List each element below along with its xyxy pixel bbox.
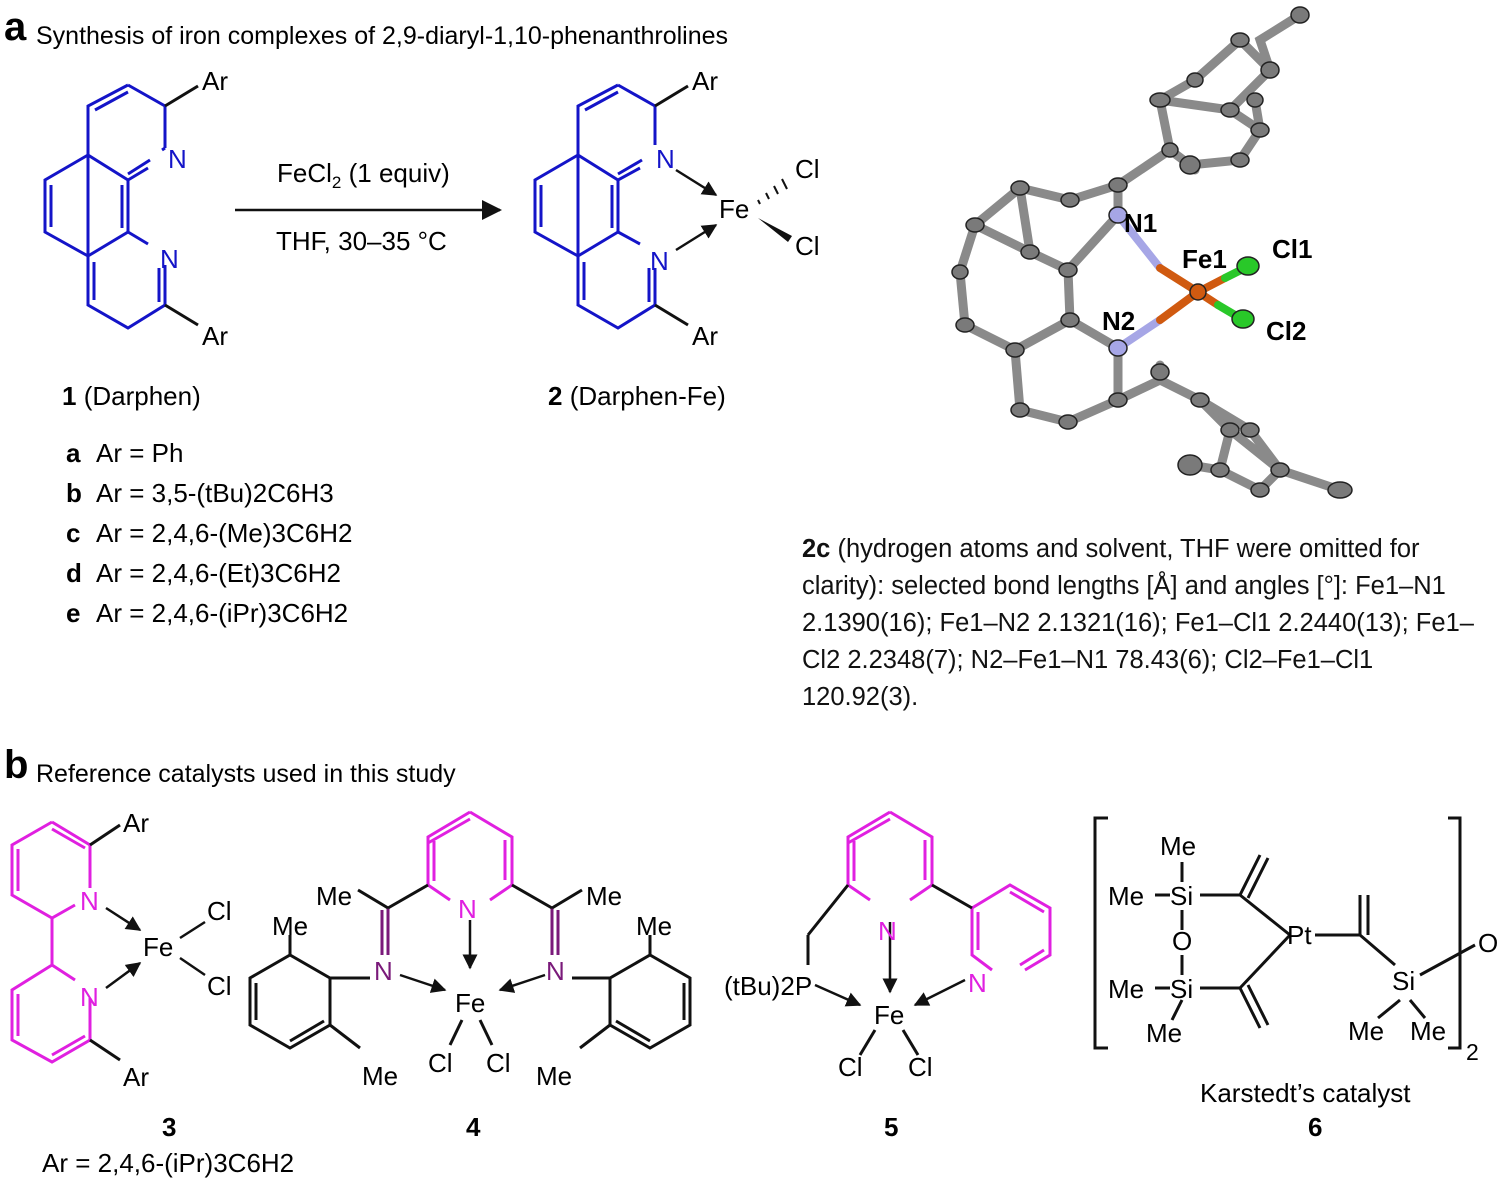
compound-2-structure	[533, 83, 689, 330]
compound-3-cl-bottom: Cl	[207, 971, 232, 1001]
compound-6-si-1: Si	[1170, 881, 1193, 911]
compound-4-label: 4	[466, 1112, 481, 1142]
compound-4-me-1: Me	[316, 881, 352, 911]
compound-6-si-3: Si	[1392, 966, 1415, 996]
compound-1-n-lower: N	[160, 244, 179, 274]
crystal-fe1-atom	[1189, 283, 1207, 301]
caption-text: (hydrogen atoms and solvent, THF were om…	[802, 535, 1474, 711]
compound-3-ar-top: Ar	[123, 808, 149, 838]
compound-4-fe: Fe	[455, 988, 485, 1018]
compound-5-cl-right: Cl	[908, 1052, 933, 1082]
compound-2-cl-top: Cl	[795, 154, 820, 184]
compound-6-me-6: Me	[1410, 1016, 1446, 1046]
compound-6-label: 6	[1308, 1112, 1322, 1142]
compound-5-n-right: N	[968, 968, 987, 998]
compound-6-me-4: Me	[1146, 1018, 1182, 1048]
compound-2-n-lower: N	[650, 246, 669, 276]
compound-4-n-left: N	[374, 956, 393, 986]
compound-3-ar-bottom: Ar	[123, 1062, 149, 1092]
compound-6-pt: Pt	[1287, 920, 1312, 950]
compound-6-me-1: Me	[1160, 831, 1196, 861]
compound-6-me-5: Me	[1348, 1016, 1384, 1046]
crystal-n2-atom	[1108, 339, 1128, 357]
compound-6-o-bridge: O	[1478, 928, 1498, 958]
crystal-structure-2c: N1 N2 Fe1 Cl1 Cl2	[951, 6, 1353, 499]
panel-a-letter: a	[4, 5, 27, 49]
compound-5-label: 5	[884, 1112, 898, 1142]
compound-3-ar-def: Ar = 2,4,6-(iPr)3C6H2	[42, 1148, 294, 1178]
compound-6-o-ring: O	[1172, 926, 1192, 956]
compound-6-si-2: Si	[1170, 974, 1193, 1004]
compound-2-ar-bottom: Ar	[692, 321, 718, 351]
crystal-n1-atom	[1108, 206, 1128, 224]
compound-6-me-2: Me	[1108, 881, 1144, 911]
compound-2-fe: Fe	[719, 194, 749, 224]
compound-4-cl-left: Cl	[428, 1048, 453, 1078]
compound-2-n-upper: N	[656, 144, 675, 174]
crystal-caption: 2c (hydrogen atoms and solvent, THF were…	[802, 531, 1492, 716]
compound-1-label: 1 (Darphen)	[62, 381, 201, 411]
panel-a-title: Synthesis of iron complexes of 2,9-diary…	[36, 22, 728, 50]
compound-2-cl-bottom: Cl	[795, 231, 820, 261]
compound-3-cl-top: Cl	[207, 896, 232, 926]
compound-6-structure	[1093, 816, 1476, 1050]
compound-1-ar-bottom: Ar	[202, 321, 228, 351]
compound-5-cl-left: Cl	[838, 1052, 863, 1082]
crystal-cl2-atom	[1231, 309, 1255, 329]
compound-1-ar-top: Ar	[202, 66, 228, 96]
compound-4-n-pyridine: N	[458, 894, 477, 924]
compound-4-structure	[248, 810, 692, 1050]
compound-2-label: 2 (Darphen-Fe)	[548, 381, 726, 411]
crystal-carbon-atoms	[951, 6, 1353, 499]
panel-b-letter: b	[4, 743, 28, 787]
compound-1-n-upper: N	[168, 144, 187, 174]
compound-3-n-upper: N	[80, 886, 99, 916]
compound-4-me-2: Me	[586, 881, 622, 911]
compound-4-me-6: Me	[536, 1061, 572, 1091]
crystal-cl1-atom	[1236, 256, 1260, 276]
compound-3-label: 3	[162, 1112, 176, 1142]
crystal-label-cl2: Cl2	[1266, 316, 1306, 346]
panel-b-title: Reference catalysts used in this study	[36, 760, 456, 788]
compound-4-me-3: Me	[272, 911, 308, 941]
compound-5-n-left: N	[878, 916, 897, 946]
reagent-top: FeCl2 (1 equiv)	[277, 158, 450, 192]
compound-5-phosphine: (tBu)2P	[724, 971, 812, 1001]
compound-4-me-5: Me	[362, 1061, 398, 1091]
compound-4-n-right: N	[546, 956, 565, 986]
compound-1-structure	[43, 83, 199, 330]
crystal-label-n1: N1	[1124, 208, 1157, 238]
compound-6-name: Karstedt’s catalyst	[1200, 1078, 1411, 1108]
caption-compound-number: 2c	[802, 535, 831, 563]
crystal-label-fe1: Fe1	[1182, 244, 1227, 274]
compound-3-fe: Fe	[143, 932, 173, 962]
compound-5-structure	[806, 810, 1052, 1056]
compound-6-me-3: Me	[1108, 974, 1144, 1004]
compound-2-coordination	[675, 168, 792, 252]
compound-6-subscript: 2	[1466, 1039, 1479, 1065]
crystal-label-cl1: Cl1	[1272, 234, 1312, 264]
crystal-label-n2: N2	[1102, 306, 1135, 336]
compound-4-me-4: Me	[636, 911, 672, 941]
compound-5-coordination	[814, 922, 966, 1007]
compound-2-ar-top: Ar	[692, 66, 718, 96]
compound-3-coordination	[105, 906, 206, 990]
compound-5-fe: Fe	[874, 1000, 904, 1030]
reagent-bottom: THF, 30–35 °C	[276, 226, 447, 256]
compound-3-n-lower: N	[80, 982, 99, 1012]
compound-4-cl-right: Cl	[486, 1048, 511, 1078]
compound-3-structure	[10, 820, 121, 1064]
compound-4-coordination	[399, 920, 546, 993]
